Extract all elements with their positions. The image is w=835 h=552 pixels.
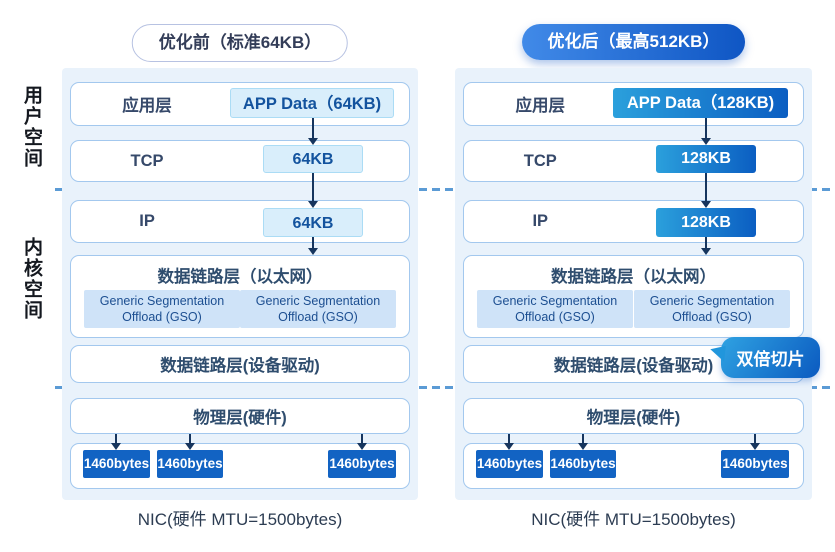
arrow-down-icon [111,434,121,450]
double-slicing-callout: 双倍切片 [721,337,820,378]
packet-slice: 1460bytes [721,450,789,478]
packet-slice: 1460bytes [157,450,223,478]
application-layer-label: 应用层 [515,97,566,115]
tcp-size-value: 128KB [656,145,756,173]
app-data-value: APP Data（64KB) [230,88,394,118]
kernel-hardware-divider [55,386,835,389]
arrow-down-icon [504,434,514,450]
packet-slice: 1460bytes [550,450,616,478]
layer-row-ethernet: 数据链路层（以太网） Generic Segmentation Offload … [463,255,804,338]
tcp-layer-label: TCP [523,151,557,170]
gso-box: Generic Segmentation Offload (GSO) [240,290,396,328]
arrow-down-icon [185,434,195,450]
user-kernel-divider [55,188,835,191]
packet-slice: 1460bytes [328,450,396,478]
kernel-space-label: 内核空间 [21,237,42,321]
ip-size-value: 64KB [263,208,363,237]
gso-box: Generic Segmentation Offload (GSO) [84,290,240,328]
app-data-value: APP Data（128KB) [613,88,788,118]
pill-after-title: 优化后（最高512KB） [521,24,746,60]
user-space-label: 用户空间 [21,85,42,169]
ip-layer-label: IP [139,212,155,230]
packet-slice: 1460bytes [476,450,543,478]
panel-after: 应用层 APP Data（128KB) TCP 128KB IP 128KB 数… [455,68,820,500]
arrow-down-icon [308,237,318,255]
layer-row-physical: 物理层(硬件) [463,398,804,434]
layer-row-ethernet: 数据链路层（以太网） Generic Segmentation Offload … [70,255,410,338]
column-before: 优化前（标准64KB） 应用层 APP Data（64KB) TCP 64KB … [62,0,418,552]
application-layer-label: 应用层 [122,97,172,115]
physical-layer-label: 物理层(硬件) [586,409,681,427]
nic-caption: NIC(硬件 MTU=1500bytes) [531,510,736,529]
arrow-down-icon [357,434,367,450]
arrow-down-icon [701,173,711,208]
packet-slice: 1460bytes [83,450,150,478]
arrow-down-icon [308,118,318,145]
arrow-down-icon [578,434,588,450]
tcp-layer-label: TCP [130,151,164,170]
driver-layer-label: 数据链路层(设备驱动) [160,357,320,375]
nic-caption: NIC(硬件 MTU=1500bytes) [137,510,343,529]
arrow-down-icon [750,434,760,450]
driver-layer-label: 数据链路层(设备驱动) [553,357,714,375]
gso-box: Generic Segmentation Offload (GSO) [477,290,633,328]
layer-row-driver: 数据链路层(设备驱动) [70,345,410,383]
gso-box: Generic Segmentation Offload (GSO) [634,290,790,328]
tcp-size-value: 64KB [263,145,363,173]
ip-layer-label: IP [532,212,549,230]
ethernet-layer-label: 数据链路层（以太网） [551,268,716,286]
ip-size-value: 128KB [656,208,756,237]
panel-before: 应用层 APP Data（64KB) TCP 64KB IP 64KB 数据链路… [62,68,418,500]
column-after: 优化后（最高512KB） 应用层 APP Data（128KB) TCP 128… [455,0,820,552]
ethernet-layer-label: 数据链路层（以太网） [157,268,323,286]
arrow-down-icon [701,118,711,145]
arrow-down-icon [308,173,318,208]
arrow-down-icon [701,237,711,255]
physical-layer-label: 物理层(硬件) [193,409,287,427]
pill-before-title: 优化前（标准64KB） [131,24,349,62]
layer-row-physical: 物理层(硬件) [70,398,410,434]
